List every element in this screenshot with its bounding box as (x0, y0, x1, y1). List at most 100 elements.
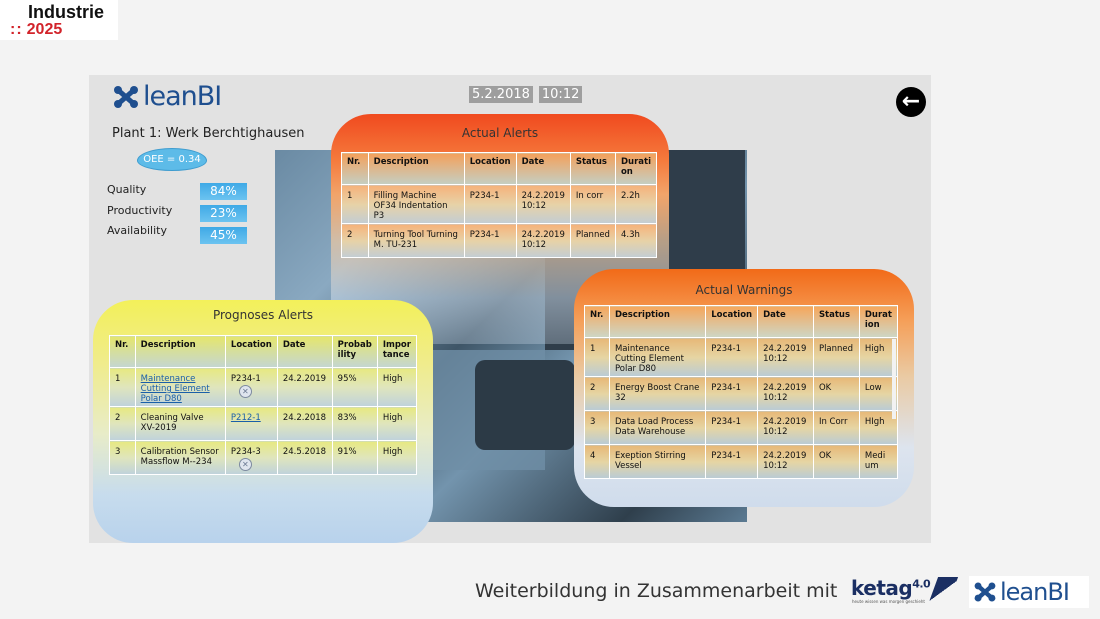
cell-location: P234-1✕ (224, 367, 278, 407)
column-header: Status (812, 305, 860, 338)
column-header: Location (705, 305, 759, 338)
ketag-name: ketag (851, 576, 913, 600)
column-header: Nr. (584, 305, 610, 338)
cell-location: P212-1 (224, 406, 278, 441)
cell-location: P234-1 (705, 337, 759, 377)
cell-nr: 2 (341, 223, 369, 258)
arrow-left-icon: ← (901, 89, 921, 114)
plant-title: Plant 1: Werk Berchtighausen (112, 126, 305, 141)
cell-nr: 3 (109, 440, 136, 475)
cell-description: Data Load Process Data Warehouse (608, 410, 707, 445)
prognoses-alerts-table: Nr. Description Location Date Probab ili… (109, 335, 418, 475)
location-link[interactable]: P212-1 (230, 413, 261, 423)
table-row[interactable]: 1 Maintenance Cutting Element Polar D80 … (584, 337, 899, 377)
cell-date: 24.2.2019 10:12 (757, 444, 814, 479)
logo-line1: Industrie (28, 2, 105, 22)
column-header: Durat ion (858, 305, 899, 338)
cell-date: 24.2.2019 (276, 367, 333, 407)
cell-description: Filling Machine OF34 Indentation P3 (367, 184, 465, 224)
footer-text: Weiterbildung in Zusammenarbeit mit (475, 580, 838, 602)
datetime-display: 5.2.2018 10:12 (469, 86, 583, 103)
time-display: 10:12 (538, 86, 583, 103)
cell-duration: 2.2h (614, 184, 658, 224)
cell-probability: 91% (331, 440, 378, 475)
location-text: P234-3 (230, 447, 261, 457)
kpi-label-quality: Quality (107, 183, 147, 196)
kpi-value-quality: 84% (200, 183, 247, 200)
kpi-label-availability: Availability (107, 224, 167, 237)
actual-alerts-title: Actual Alerts (461, 126, 539, 140)
leanbi-footer-logo: leanBI (969, 576, 1089, 608)
ketag-slash-icon (927, 577, 959, 605)
table-row[interactable]: 2 Energy Boost Crane 32 P234-1 24.2.2019… (584, 376, 899, 411)
leanbi-logo: leanBI (111, 81, 222, 112)
close-circle-icon[interactable]: ✕ (238, 385, 252, 398)
cell-status: Planned (569, 223, 616, 258)
column-header: Nr. (341, 152, 369, 185)
column-header: Location (463, 152, 517, 185)
cell-nr: 3 (584, 410, 610, 445)
column-header: Date (515, 152, 571, 185)
cell-nr: 2 (584, 376, 610, 411)
leanbi-mark-icon (974, 582, 996, 602)
description-link[interactable]: Maintenance Cutting Element Polar D80 (140, 374, 210, 404)
warnings-scrollbar[interactable] (892, 339, 896, 419)
cell-location: P234-1 (463, 223, 517, 258)
cell-description: Exeption Stirring Vessel (608, 444, 707, 479)
actual-warnings-title: Actual Warnings (695, 283, 793, 297)
ketag-logo: ketag4.0 heute wissen was morgen geschie… (851, 576, 959, 606)
table-row[interactable]: 4 Exeption Stirring Vessel P234-1 24.2.2… (584, 444, 899, 479)
industrie-2025-logo: Industrie ::2025 (0, 0, 118, 40)
cell-duration: HIgh (858, 410, 899, 445)
cell-duration: Medi um (858, 444, 899, 479)
cell-location: P234-1 (463, 184, 517, 224)
table-row[interactable]: 3 Data Load Process Data Warehouse P234-… (584, 410, 899, 445)
column-header: Description (134, 335, 226, 368)
logo-line2: 2025 (26, 21, 63, 38)
column-header: Impor tance (376, 335, 418, 368)
kpi-value-availability: 45% (200, 227, 247, 244)
cell-status: OK (812, 376, 860, 411)
cell-importance: High (376, 406, 418, 441)
cell-nr: 1 (584, 337, 610, 377)
leanbi-mark-icon (114, 85, 138, 108)
cell-date: 24.2.2019 10:12 (515, 223, 571, 258)
cell-status: Planned (812, 337, 860, 377)
logo-dots: :: (10, 21, 23, 38)
cell-status: OK (812, 444, 860, 479)
cell-location: P234-1 (705, 410, 759, 445)
cell-description: Turning Tool Turning M. TU-231 (367, 223, 465, 258)
column-header: Probab ility (331, 335, 378, 368)
table-row[interactable]: 1 Maintenance Cutting Element Polar D80 … (109, 367, 418, 407)
column-header: Status (569, 152, 616, 185)
cell-description: Energy Boost Crane 32 (608, 376, 707, 411)
table-row[interactable]: 2 Cleaning Valve XV-2019 P212-1 24.2.201… (109, 406, 418, 441)
cell-location: P234-1 (705, 376, 759, 411)
cell-nr: 4 (584, 444, 610, 479)
actual-warnings-table: Nr. Description Location Date Status Dur… (584, 305, 899, 479)
cell-nr: 1 (109, 367, 136, 407)
column-header: Description (367, 152, 465, 185)
partner-name: leanBI (1000, 578, 1070, 606)
cell-nr: 2 (109, 406, 136, 441)
column-header: Description (608, 305, 707, 338)
table-row[interactable]: 1 Filling Machine OF34 Indentation P3 P2… (341, 184, 658, 224)
cell-nr: 1 (341, 184, 369, 224)
cell-date: 24.2.2018 (276, 406, 333, 441)
cell-probability: 95% (331, 367, 378, 407)
cell-date: 24.2.2019 10:12 (757, 410, 814, 445)
brand-name: leanBI (143, 81, 222, 112)
cell-location: P234-1 (705, 444, 759, 479)
table-row[interactable]: 2 Turning Tool Turning M. TU-231 P234-1 … (341, 223, 658, 258)
cell-description: Cleaning Valve XV-2019 (134, 406, 226, 441)
cell-date: 24.5.2018 (276, 440, 333, 475)
actual-warnings-panel: Actual Warnings Nr. Description Location… (574, 269, 914, 507)
prognoses-alerts-title: Prognoses Alerts (212, 308, 314, 322)
cell-status: In Corr (812, 410, 860, 445)
cell-description: Calibration Sensor Massflow M--234 (134, 440, 226, 475)
cell-location: P234-3✕ (224, 440, 278, 475)
back-button[interactable]: ← (896, 87, 926, 117)
cell-date: 24.2.2019 10:12 (757, 337, 814, 377)
table-row[interactable]: 3 Calibration Sensor Massflow M--234 P23… (109, 440, 418, 475)
close-circle-icon[interactable]: ✕ (238, 458, 252, 471)
